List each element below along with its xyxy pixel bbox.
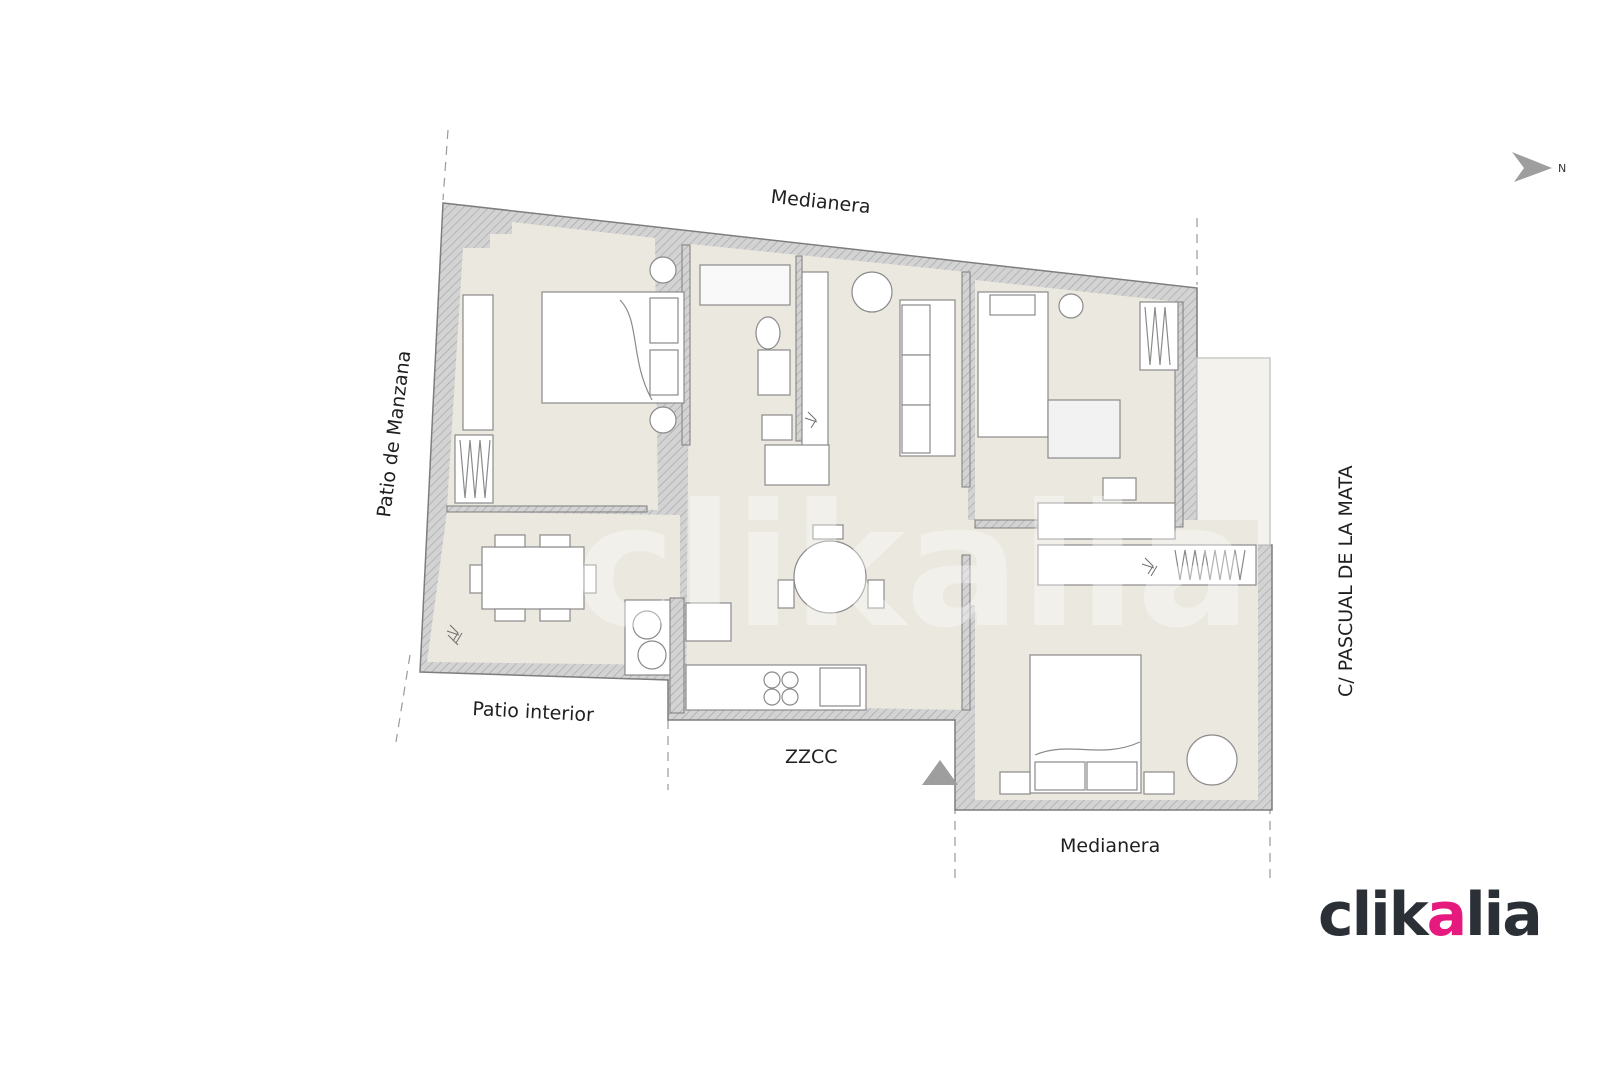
label-zzcc: ZZCC [785,746,838,768]
label-medianera-top: Medianera [770,186,872,218]
label-medianera-bottom: Medianera [1060,835,1160,857]
logo-text-2: lia [1465,880,1543,950]
north-arrow: N [1512,152,1566,182]
logo-text-1: clik [1318,880,1429,950]
label-patio-interior: Patio interior [472,698,595,726]
watermark: clikalia [575,468,1251,666]
dining-table [481,546,585,610]
furniture [454,256,1257,795]
plants [446,411,1158,646]
clikalia-logo: clikalia [1318,885,1543,945]
round-table [793,540,867,614]
entrance-marker [922,760,958,785]
north-arrow-icon [1512,152,1552,182]
single-bed [977,291,1049,438]
terrace [1196,357,1271,546]
north-label: N [1558,162,1566,175]
floors [427,222,1258,800]
logo-accent: a [1426,880,1467,950]
label-patio-manzana: Patio de Manzana [373,349,415,518]
desk [1037,502,1176,540]
label-street: C/ PASCUAL DE LA MATA [1335,465,1357,697]
